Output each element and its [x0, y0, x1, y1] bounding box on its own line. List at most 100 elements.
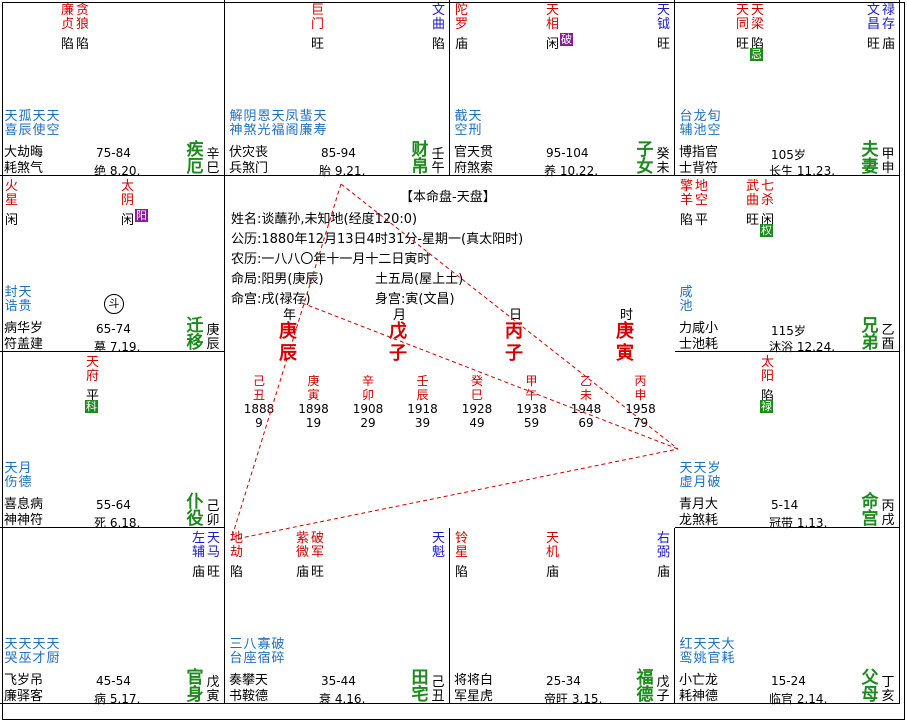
gan: 戊 — [656, 675, 670, 690]
gods-line-2: 耗煞气 — [4, 161, 44, 176]
glyph: 德 — [636, 685, 654, 705]
minor-star: 阴煞 — [243, 110, 257, 138]
minor-star: 解神 — [229, 110, 243, 138]
state-date: 病 5.17. — [94, 690, 140, 707]
pillar-gan: 戊 — [389, 321, 407, 342]
main-star: 七杀 — [760, 180, 775, 208]
state-date: 胎 9.21. — [319, 162, 365, 179]
star-brightness: 陷 — [75, 37, 89, 52]
date: 2.14. — [796, 692, 828, 706]
glyph: 天 — [85, 355, 99, 370]
glyph: 碎 — [271, 651, 285, 666]
age-range: 85-94 — [321, 146, 356, 160]
glyph: 阁 — [285, 123, 299, 138]
minor-star: 咸池 — [679, 286, 693, 314]
star-char: 七杀 — [760, 180, 775, 208]
palace-name[interactable]: 田宅 — [411, 670, 429, 704]
glyph: 天 — [468, 109, 482, 124]
age-range: 15-24 — [771, 674, 806, 688]
gods-line-1: 伏灾丧 — [229, 145, 269, 160]
glyph: 鸾 — [679, 651, 693, 666]
star-brightness: 旺 — [656, 37, 670, 52]
glyph: 天 — [4, 461, 18, 476]
star-char: 火星 — [4, 180, 19, 208]
glyph: 座 — [243, 651, 257, 666]
pillar-gan: 庚 — [616, 321, 634, 342]
glyph: 武 — [745, 179, 759, 194]
palace-ganzhi: 己丑 — [431, 676, 445, 704]
gan: 辛 — [206, 147, 220, 162]
glyph: 钺 — [656, 17, 670, 32]
star-brightness: 闲 — [4, 213, 18, 228]
zhi: 巳 — [206, 161, 220, 176]
date: 1.13. — [796, 516, 828, 530]
palace-name[interactable]: 命宫 — [861, 494, 879, 528]
star-char: 巨门 — [310, 4, 325, 32]
gods-line-1: 喜息病 — [4, 497, 44, 512]
minor-star: 天空 — [46, 110, 60, 138]
glyph: 七 — [760, 179, 774, 194]
glyph: 哭 — [4, 651, 18, 666]
glyph: 相 — [545, 17, 559, 32]
glyph: 门 — [310, 17, 324, 32]
gods-line-2: 军星虎 — [454, 689, 494, 704]
star-char: 铃星 — [454, 532, 469, 560]
glyph: 魁 — [431, 545, 445, 560]
star-brightness: 庙 — [545, 565, 559, 580]
palace-name[interactable]: 夫妻 — [861, 142, 879, 176]
glyph: 左 — [191, 531, 205, 546]
star-brightness: 旺 — [866, 37, 880, 52]
date: 5.17. — [109, 692, 141, 706]
glyph: 同 — [735, 17, 749, 32]
star-brightness: 庙 — [454, 37, 468, 52]
palace-name[interactable]: 财帛 — [411, 142, 429, 176]
palace-name[interactable]: 官身 — [186, 670, 204, 704]
main-star: 太阳 — [760, 356, 775, 384]
star-char: 太阳 — [760, 356, 775, 384]
glyph: 宿 — [257, 651, 271, 666]
dayun-age: 69 — [578, 416, 594, 430]
glyph: 太 — [760, 355, 774, 370]
minor-star: 天虚 — [679, 462, 693, 490]
palace-name[interactable]: 福德 — [636, 670, 654, 704]
glyph: 官 — [186, 668, 204, 688]
glyph: 截 — [454, 109, 468, 124]
palace-name[interactable]: 疾厄 — [186, 142, 204, 176]
star-char: 地空 — [694, 180, 709, 208]
glyph: 池 — [693, 123, 707, 138]
glyph: 天 — [18, 285, 32, 300]
palace-name[interactable]: 子女 — [636, 142, 654, 176]
palace-name[interactable]: 父母 — [861, 670, 879, 704]
glyph: 微 — [295, 545, 309, 560]
aux-star: 文曲 — [431, 4, 446, 32]
glyph: 大 — [721, 637, 735, 652]
palace-name[interactable]: 迁移 — [186, 318, 204, 352]
star-brightness: 庙 — [881, 37, 895, 52]
glyph: 宅 — [411, 685, 429, 705]
star-char: 禄存 — [881, 4, 896, 32]
pillar-zhi: 子 — [505, 343, 523, 364]
glyph: 贵 — [18, 299, 32, 314]
name-line: 姓名:谈蘸孙,未知地(经度120:0) — [231, 212, 418, 227]
star-brightness: 陷 — [229, 565, 243, 580]
palace-name[interactable]: 仆役 — [186, 494, 204, 528]
age-range: 115岁 — [771, 324, 806, 338]
shen-gong-line: 身宫:寅(文昌) — [375, 292, 455, 307]
glyph: 阴 — [120, 193, 134, 208]
glyph: 天 — [271, 109, 285, 124]
glyph: 官 — [707, 651, 721, 666]
main-star: 天梁 — [750, 4, 765, 32]
palace-name[interactable]: 兄弟 — [861, 318, 879, 352]
